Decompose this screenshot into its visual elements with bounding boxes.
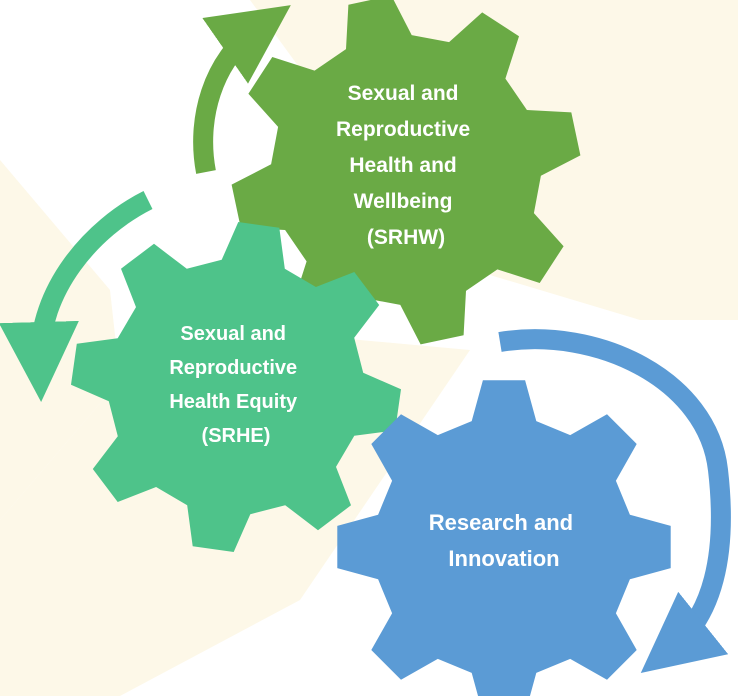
gear-srhw-shape — [231, 0, 581, 345]
gear-srhw-label: Sexual and Reproductive Health and Wellb… — [336, 82, 476, 249]
gear-research: Research and Innovation — [337, 380, 671, 696]
green-cycle-arrow — [193, 5, 291, 174]
teal-cycle-arrow — [0, 191, 153, 402]
gear-srhe-label: Sexual and Reproductive Health Equity (S… — [169, 323, 302, 447]
blue-cycle-arrow — [498, 329, 731, 674]
gear-srhe-shape — [71, 222, 401, 552]
gear-srhe: Sexual and Reproductive Health Equity (S… — [71, 222, 401, 552]
gear-srhw: Sexual and Reproductive Health and Wellb… — [231, 0, 581, 345]
gear-research-shape — [337, 380, 671, 696]
gear-research-label: Research and Innovation — [429, 510, 579, 571]
